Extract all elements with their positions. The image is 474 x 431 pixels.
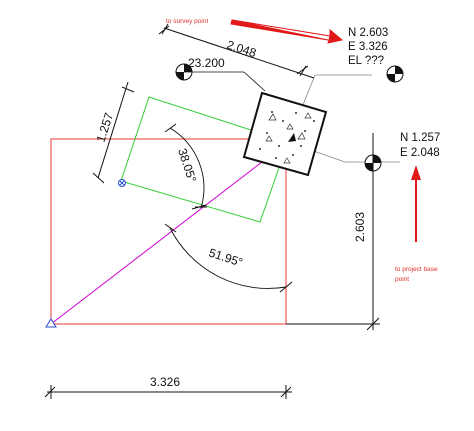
dim-right-height xyxy=(286,133,380,331)
elevation-marker xyxy=(175,63,266,92)
elevation-label: 23.200 xyxy=(188,56,225,70)
base-point-note-1: to project base xyxy=(395,266,438,273)
angle-arc-b-tick1 xyxy=(164,223,177,233)
survey-point-marker xyxy=(386,65,404,83)
base-point-note-2: point xyxy=(395,276,409,283)
dim-top-offset xyxy=(158,23,315,79)
diagonal-line xyxy=(50,141,289,325)
base-north: N 1.257 xyxy=(400,132,440,144)
survey-arrow xyxy=(230,19,344,44)
dim-bottom-width-label: 3.326 xyxy=(150,375,180,389)
angle-b-label: 51.95° xyxy=(207,246,245,270)
angle-arc-a xyxy=(169,127,205,209)
angle-a-label: 38.05° xyxy=(175,147,199,185)
survey-east: E 3.326 xyxy=(348,41,388,53)
target-marker-icon xyxy=(118,179,126,187)
dim-right-height-label: 2.603 xyxy=(353,212,367,242)
angle-arc-a-tick1 xyxy=(164,123,177,133)
angle-arc-b xyxy=(169,227,287,289)
dim-bottom-width xyxy=(44,385,292,399)
base-arrow xyxy=(411,165,421,242)
base-triangle-icon xyxy=(45,318,57,328)
survey-block xyxy=(242,91,328,177)
project-outline-rect xyxy=(50,138,287,325)
survey-north: N 2.603 xyxy=(348,27,388,39)
base-east: E 2.048 xyxy=(400,147,440,159)
survey-elevation: EL ??? xyxy=(348,55,384,67)
angle-arc-b-tick2 xyxy=(279,281,293,293)
survey-point-note: to survey point xyxy=(166,18,208,25)
dim-green-offset xyxy=(92,81,135,184)
dim-top-offset-label: 2.048 xyxy=(225,38,258,61)
diagonal-tick xyxy=(191,204,207,210)
